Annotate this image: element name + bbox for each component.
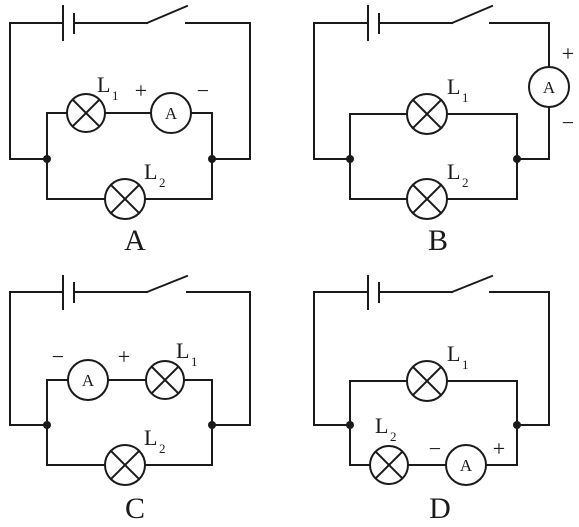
branch-bottom-right [485, 424, 518, 466]
branch-top-right [446, 113, 518, 160]
branch-bottom-left [46, 424, 106, 466]
wire-left [313, 22, 369, 160]
wire-right [489, 291, 550, 426]
lamp-l1-label: L [97, 72, 110, 97]
lamp-l2 [104, 178, 146, 220]
switch-blade [450, 274, 494, 294]
wire-right [186, 291, 251, 426]
lamp-l1 [406, 360, 448, 402]
junction-right [208, 421, 216, 429]
lamp-l2-label: L [144, 425, 157, 450]
ammeter-symbol: A [165, 104, 178, 123]
lamp-l1-label: L [447, 341, 460, 366]
lamp-l2-label: L [375, 413, 388, 438]
panel-label-c: C [125, 492, 145, 525]
lamp-l2 [104, 444, 146, 486]
branch-bottom-left [46, 158, 106, 200]
branch-top-right [446, 380, 518, 426]
wire-right [185, 22, 251, 160]
branch-bottom-right [446, 158, 518, 200]
lamp-l1-label: L [176, 338, 189, 363]
ammeter-symbol: A [543, 78, 556, 97]
ammeter-plus-sign: + [562, 41, 574, 66]
panel-label-a: A [124, 224, 146, 257]
ammeter-minus-sign: − [429, 436, 441, 461]
lamp-l1 [145, 360, 185, 400]
ammeter-symbol: A [82, 371, 95, 390]
ammeter-plus-sign: + [135, 78, 147, 103]
lamp-l2-label: L [447, 159, 460, 184]
circuit-c: A − + L 1 L 2 C [9, 274, 251, 525]
panel-label-b: B [428, 224, 448, 257]
circuit-b: A + − L 1 L 2 B [313, 4, 574, 257]
junction-right [513, 421, 521, 429]
lamp-l2 [369, 445, 409, 485]
lamp-l1-subscript: 1 [462, 357, 469, 372]
ammeter [67, 359, 109, 401]
wire-right-upper [489, 22, 550, 68]
ammeter-plus-sign: + [118, 344, 130, 369]
ammeter-minus-sign: − [197, 78, 209, 103]
ammeter-plus-sign: + [493, 436, 505, 461]
wire-right-lower [516, 106, 550, 160]
branch-top-left [349, 113, 408, 160]
ammeter-symbol: A [460, 456, 473, 475]
junction-left [43, 155, 51, 163]
lamp-l2-subscript: 2 [159, 175, 166, 190]
lamp-l1-subscript: 1 [462, 90, 469, 105]
branch-top-left [46, 379, 69, 426]
branch-bottom-right [144, 424, 213, 466]
ammeter-minus-sign: − [562, 110, 574, 135]
lamp-l1-subscript: 1 [191, 354, 198, 369]
junction-right [513, 155, 521, 163]
junction-left [43, 421, 51, 429]
lamp-l1 [66, 93, 106, 133]
branch-top-left [46, 112, 68, 160]
circuit-a: L 1 A + − L 2 A [9, 4, 251, 257]
branch-bottom-left [349, 424, 371, 466]
circuit-d: L 1 L 2 A − + D [313, 274, 550, 525]
ammeter [445, 444, 487, 486]
panel-label-d: D [429, 492, 451, 525]
wire-left [313, 291, 369, 426]
lamp-l1 [406, 93, 448, 135]
junction-left [346, 421, 354, 429]
ammeter-minus-sign: − [52, 344, 64, 369]
wire-left [9, 291, 64, 426]
branch-bottom-left [349, 158, 408, 200]
lamp-l2-subscript: 2 [159, 441, 166, 456]
lamp-l2-label: L [144, 159, 157, 184]
ammeter [528, 66, 570, 108]
branch-top-left [349, 380, 408, 426]
branch-top-right [183, 379, 213, 426]
lamp-l2 [406, 178, 448, 220]
switch-blade [145, 4, 189, 25]
wire-left [9, 22, 64, 160]
lamp-l2-subscript: 2 [390, 429, 397, 444]
ammeter [150, 92, 192, 134]
lamp-l1-subscript: 1 [112, 88, 119, 103]
switch-blade [450, 4, 494, 25]
junction-left [346, 155, 354, 163]
junction-right [208, 155, 216, 163]
lamp-l2-subscript: 2 [462, 175, 469, 190]
lamp-l1-label: L [447, 74, 460, 99]
branch-bottom-right [144, 158, 213, 200]
branch-top-right [190, 112, 213, 160]
switch-blade [145, 274, 189, 294]
